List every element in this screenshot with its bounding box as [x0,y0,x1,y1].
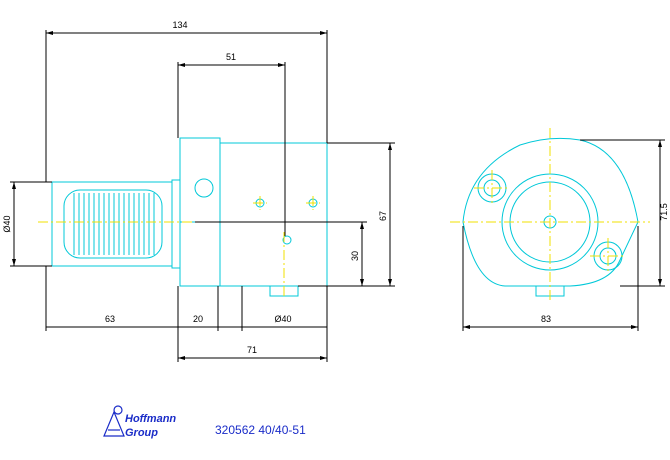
shank-step [171,179,181,269]
front-view [51,137,328,297]
front-center-lines [38,196,320,296]
screw-head-c [282,235,292,245]
dim-flange-width: 20 [193,314,203,324]
side-dimensions [462,139,665,331]
part-number: 320562 40/40-51 [215,423,306,437]
dim-height-71-5: 71.5 [659,203,669,221]
serrated-shank [63,189,163,259]
dim-total-length: 134 [172,20,187,30]
dim-side-width: 83 [541,314,551,324]
hoffmann-group-logo: Hoffmann Group [103,405,176,439]
flange [179,137,221,287]
dim-upper-length: 51 [226,52,236,62]
arrowheads [12,31,392,360]
dim-bore-diameter: Ø40 [274,314,291,324]
logo-line2: Group [125,427,158,439]
bore-hole [194,178,214,198]
tool-body [219,142,328,287]
side-arrowheads [463,140,662,329]
dim-height-30: 30 [350,251,360,261]
dim-shank-diameter: Ø40 [2,215,12,232]
dim-height-67: 67 [378,211,388,221]
dim-body-length: 71 [247,345,257,355]
logo-mark-icon [103,405,125,437]
side-center-lines [450,128,650,300]
logo-line1: Hoffmann [125,413,176,425]
dim-shank-length: 63 [105,314,115,324]
side-body-outline [462,137,639,287]
front-dimensions [10,30,395,362]
